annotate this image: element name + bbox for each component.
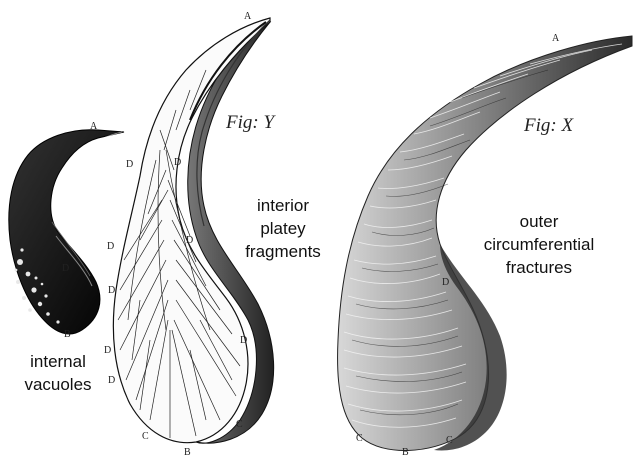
point-label-c: C [142, 432, 149, 442]
point-label-a: A [244, 12, 251, 22]
point-label-d: D [108, 286, 115, 296]
point-label-c: C [446, 436, 453, 446]
point-label-d: D [62, 264, 69, 274]
point-label-a: A [90, 122, 97, 132]
caption-outer-circumferential-fractures: outer circumferential fractures [466, 210, 612, 279]
point-label-c: C [236, 420, 243, 430]
point-label-b: B [184, 448, 191, 458]
fig-x-title: Fig: X [524, 115, 573, 137]
point-label-c: C [356, 434, 363, 444]
fig-y-title: Fig: Y [226, 112, 274, 134]
small-drop-body [9, 130, 124, 334]
small-drop-figure [9, 130, 124, 334]
point-label-d: D [442, 278, 449, 288]
point-label-b: B [402, 448, 409, 458]
point-label-d: D [108, 376, 115, 386]
point-label-b: B [64, 330, 71, 340]
point-label-d: D [104, 346, 111, 356]
point-label-d: D [174, 158, 181, 168]
caption-internal-vacuoles: internal vacuoles [2, 350, 114, 396]
point-label-a: A [552, 34, 559, 44]
point-label-d: D [107, 242, 114, 252]
point-label-d: D [240, 336, 247, 346]
point-label-d: D [126, 160, 133, 170]
point-label-d: D [186, 236, 193, 246]
caption-interior-platey-fragments: interior platey fragments [230, 194, 336, 263]
